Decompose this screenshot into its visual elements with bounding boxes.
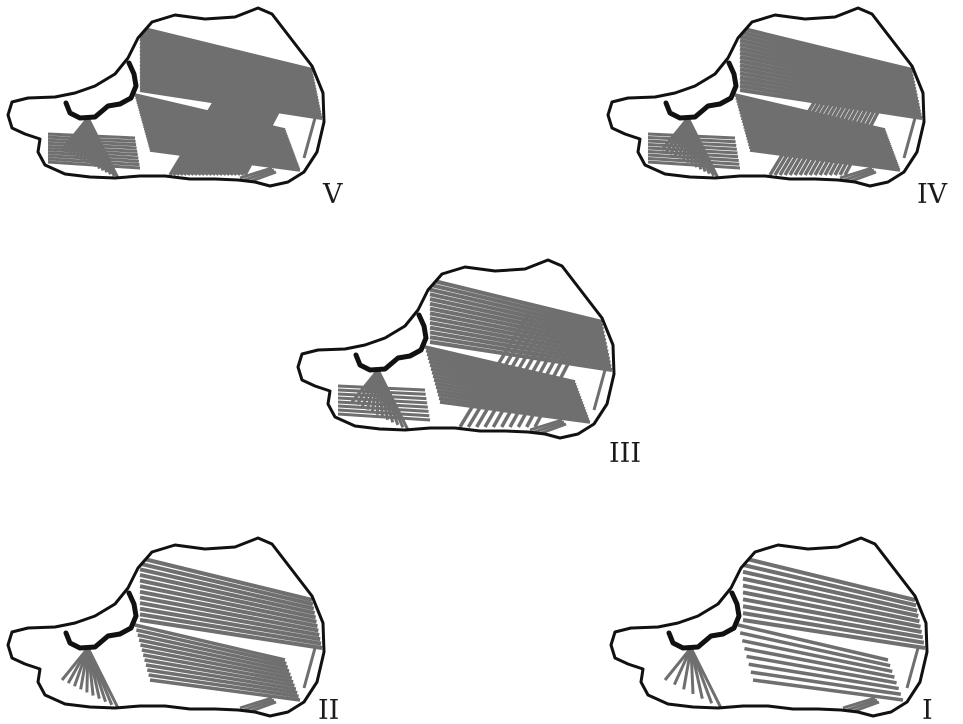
label-III: III (609, 438, 641, 469)
edge-fiber (594, 370, 605, 410)
fiber-group (648, 28, 922, 183)
edge-fiber (907, 648, 918, 688)
panel-V (8, 8, 324, 186)
panel-I (611, 538, 927, 716)
fiber-group (665, 558, 925, 713)
lower-fiber (747, 656, 897, 682)
edge-fiber (304, 118, 315, 158)
label-I: I (922, 695, 933, 724)
panel-III (298, 260, 614, 438)
panel-II (8, 538, 324, 716)
edge-fiber (904, 118, 915, 158)
notch-fan-fiber (691, 648, 721, 708)
fiber-group (48, 28, 322, 183)
label-V: V (322, 179, 343, 210)
fiber-group (338, 280, 612, 435)
fiber-group (62, 558, 322, 713)
edge-fiber (304, 648, 315, 688)
label-II: II (318, 695, 339, 724)
label-IV: IV (917, 179, 948, 210)
panel-IV (608, 8, 924, 186)
